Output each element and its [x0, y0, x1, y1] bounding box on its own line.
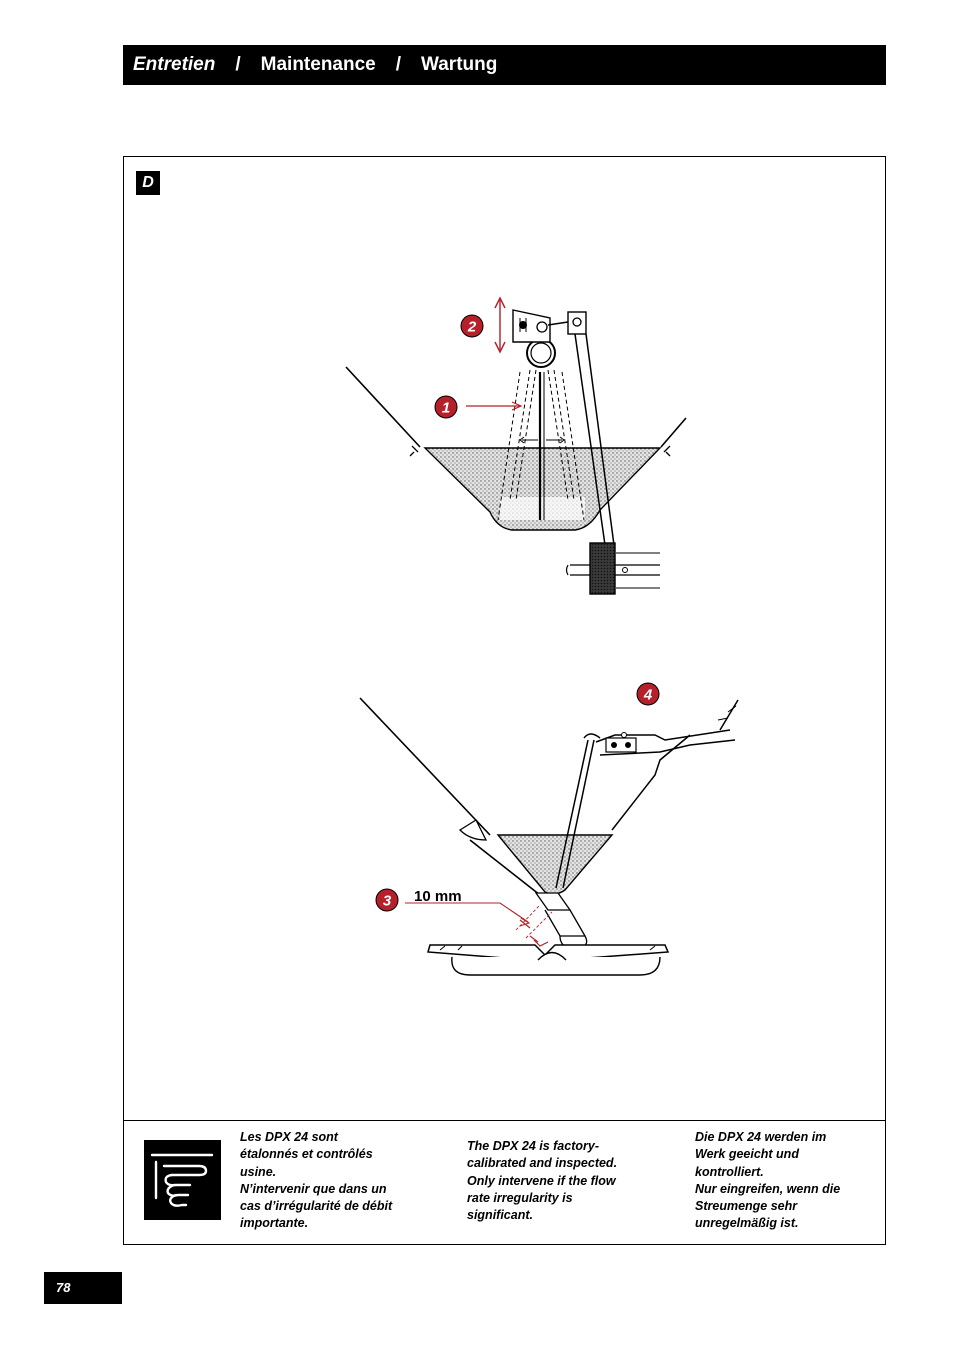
section-label: D [136, 171, 160, 195]
gap-dimension-label: 10 mm [414, 888, 462, 905]
note-german: Die DPX 24 werden im Werk geeicht und ko… [695, 1129, 875, 1233]
header-separator: / [235, 54, 241, 75]
note-line: Nur eingreifen, wenn die [695, 1181, 841, 1196]
note-divider [123, 1120, 886, 1121]
callout-4: 4 [643, 687, 653, 704]
note-english: The DPX 24 is factory- calibrated and in… [467, 1138, 647, 1224]
note-line: kontrolliert. [695, 1164, 764, 1179]
note-line: étalonnés et contrôlés [240, 1147, 373, 1162]
technical-illustration: 2 1 [345, 296, 739, 976]
header-french: Entretien [133, 54, 216, 75]
note-french: Les DPX 24 sont étalonnés et contrôlés u… [240, 1129, 420, 1233]
note-line: Werk geeicht und [695, 1147, 799, 1162]
top-figure: 2 1 [345, 296, 687, 595]
note-line: rate irregularity is [467, 1190, 573, 1205]
note-line: cas d’irrégularité de débit [240, 1199, 393, 1214]
note-line: calibrated and inspected. [467, 1156, 618, 1171]
note-line: importante. [240, 1216, 309, 1231]
callout-2: 2 [467, 319, 477, 336]
pointing-hand-icon [144, 1140, 221, 1220]
callout-1: 1 [442, 400, 450, 417]
page-number: 78 [44, 1272, 122, 1304]
header-german: Wartung [421, 54, 498, 75]
note-line: unregelmäßig ist. [695, 1216, 799, 1231]
header-separator: / [395, 54, 402, 75]
header-bar: Entretien / Maintenance / Wartung [123, 45, 886, 85]
note-line: N’intervenir que dans un [240, 1181, 387, 1196]
callout-3: 3 [383, 893, 392, 910]
note-line: The DPX 24 is factory- [467, 1139, 599, 1153]
note-line: Die DPX 24 werden im [695, 1130, 827, 1144]
note-line: Les DPX 24 sont [240, 1130, 338, 1144]
bottom-figure: 4 3 10 mm [359, 682, 739, 976]
note-line: Only intervene if the flow [467, 1173, 616, 1188]
note-line: significant. [467, 1208, 533, 1223]
note-line: usine. [240, 1164, 277, 1179]
header-english: Maintenance [260, 54, 376, 75]
content-frame [123, 156, 886, 1245]
note-line: Streumenge sehr [695, 1199, 798, 1214]
